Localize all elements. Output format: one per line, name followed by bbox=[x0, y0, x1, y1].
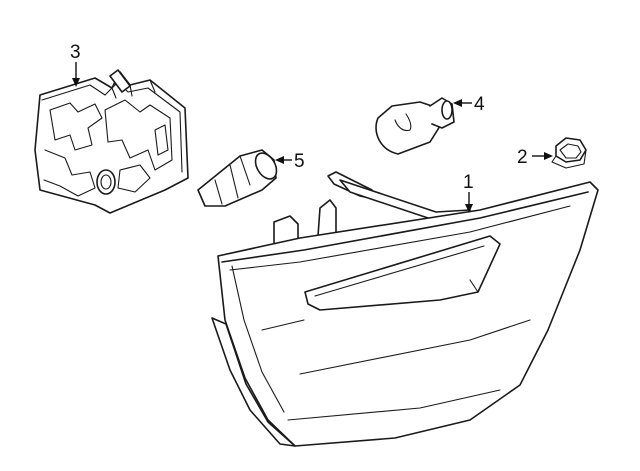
callout-2-label: 2 bbox=[517, 147, 528, 168]
callout-3: 3 bbox=[70, 42, 81, 87]
callout-4: 4 bbox=[453, 94, 485, 115]
part-1-tail-lamp bbox=[211, 171, 599, 447]
part-4-bayonet-bulb bbox=[375, 97, 455, 155]
callout-5: 5 bbox=[275, 151, 305, 172]
part-5-wedge-bulb bbox=[197, 149, 278, 207]
callout-2: 2 bbox=[517, 147, 553, 168]
callout-1: 1 bbox=[463, 172, 474, 213]
callout-5-label: 5 bbox=[294, 151, 305, 172]
callout-4-label: 4 bbox=[474, 94, 485, 115]
part-2-hex-nut bbox=[551, 137, 587, 169]
callout-1-label: 1 bbox=[463, 172, 474, 193]
part-3-socket-board bbox=[34, 69, 189, 214]
callout-3-label: 3 bbox=[70, 42, 81, 63]
